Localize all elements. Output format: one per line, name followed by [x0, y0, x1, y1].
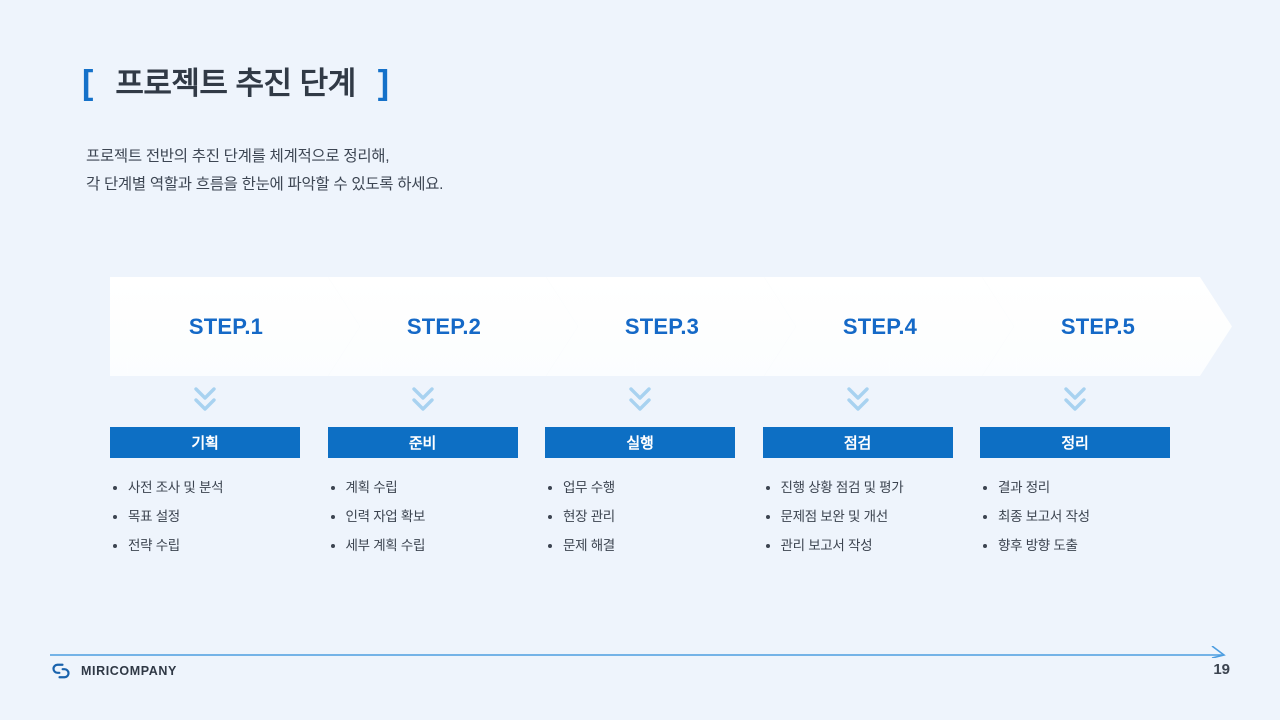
- list-item: 문제점 보완 및 개선: [763, 502, 953, 531]
- list-item: 관리 보고서 작성: [763, 531, 953, 560]
- step-bar-2[interactable]: 준비: [327, 427, 518, 458]
- step-chevron-2[interactable]: STEP.2: [328, 277, 578, 376]
- step-chevron-3[interactable]: STEP.3: [546, 277, 796, 376]
- step-chevron-label: STEP.5: [1060, 313, 1136, 339]
- step-bar-3[interactable]: 실행: [545, 427, 735, 458]
- list-item: 결과 정리: [980, 473, 1170, 502]
- title-bracket-right: ]: [377, 64, 390, 102]
- list-item: 목표 설정: [110, 502, 300, 531]
- interlocking-links-logo-icon: [52, 663, 70, 679]
- footer-arrow-icon: [50, 645, 1226, 659]
- list-item: 향후 방향 도출: [980, 531, 1170, 560]
- step-chevron-band: STEP.1 STEP.2 STEP.3 STEP.4 STEP.5: [110, 277, 1232, 376]
- step-bar-label: 기획: [191, 435, 219, 452]
- step-bar-label: 정리: [1061, 435, 1089, 452]
- title-bracket-left: [: [82, 64, 94, 102]
- step-chevron-label: STEP.2: [406, 313, 482, 339]
- list-item: 인력 자업 확보: [328, 502, 518, 531]
- subtitle-text: 프로젝트 전반의 추진 단계를 체계적으로 정리해, 각 단계별 역할과 흐름을…: [86, 148, 444, 193]
- list-item: 업무 수행: [545, 473, 735, 502]
- double-chevron-down-icon: [545, 380, 735, 418]
- list-item: 전략 수립: [110, 531, 300, 560]
- list-item: 진행 상황 점검 및 평가: [763, 473, 953, 502]
- list-item: 사전 조사 및 분석: [110, 473, 300, 502]
- company-name: MIRICOMPANY: [81, 664, 177, 678]
- page-number: 19: [1213, 661, 1230, 678]
- step-chevron-label: STEP.4: [842, 313, 918, 339]
- step-chevron-1[interactable]: STEP.1: [110, 277, 360, 376]
- double-chevron-down-icon: [763, 380, 953, 418]
- page-title: [ 프로젝트 추진 단계 ]: [82, 66, 389, 100]
- list-item: 현장 관리: [545, 502, 735, 531]
- list-item: 최종 보고서 작성: [980, 502, 1170, 531]
- step-chevron-4[interactable]: STEP.4: [764, 277, 1014, 376]
- double-chevron-down-icon: [328, 380, 518, 418]
- list-item: 계획 수립: [328, 473, 518, 502]
- step-chevron-label: STEP.1: [188, 313, 264, 339]
- double-chevron-down-icon: [110, 380, 300, 418]
- double-chevron-down-icon: [980, 380, 1170, 418]
- step-bar-label: 준비: [408, 435, 437, 452]
- step-bar-label: 실행: [626, 435, 654, 452]
- step-bar-5[interactable]: 정리: [980, 427, 1170, 458]
- step-bar-4[interactable]: 점검: [762, 427, 953, 458]
- footer-logo: MIRICOMPANY: [50, 660, 177, 682]
- list-item: 세부 계획 수립: [328, 531, 518, 560]
- list-item: 문제 해결: [545, 531, 735, 560]
- footer-arrow-rule: [50, 645, 1230, 659]
- step-bar-1[interactable]: 기획: [110, 427, 300, 458]
- step-bar-label: 점검: [843, 435, 872, 452]
- step-chevron-5[interactable]: STEP.5: [982, 277, 1232, 376]
- step-chevron-label: STEP.3: [624, 313, 700, 339]
- title-text: 프로젝트 추진 단계: [115, 65, 356, 101]
